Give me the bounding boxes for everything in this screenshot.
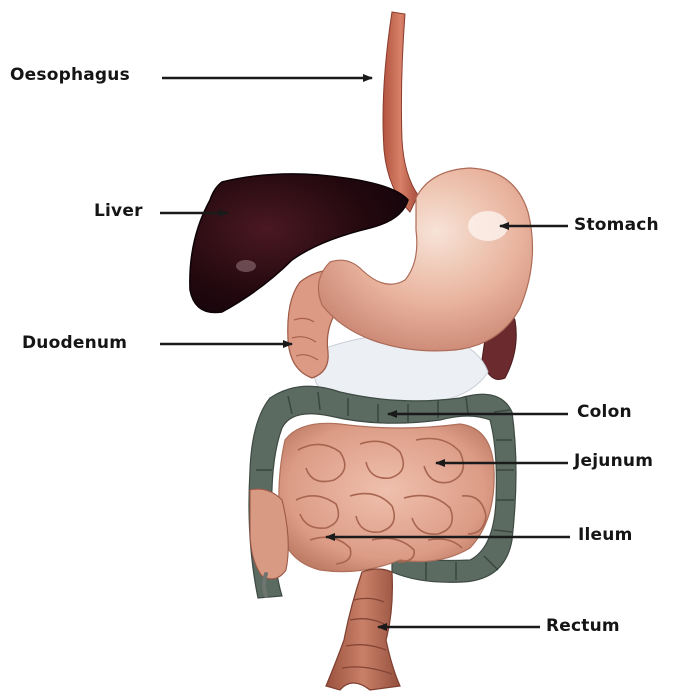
caecum-shape [250, 489, 288, 579]
label-jejunum: Jejunum [574, 451, 653, 471]
label-duodenum: Duodenum [22, 333, 127, 353]
label-rectum: Rectum [546, 616, 620, 636]
label-oesophagus: Oesophagus [10, 65, 130, 85]
appendix-shape [264, 574, 266, 596]
label-ileum: Ileum [578, 525, 633, 545]
oesophagus-shape [383, 12, 418, 212]
label-stomach: Stomach [574, 215, 659, 235]
liver-highlight [236, 260, 256, 272]
label-colon: Colon [577, 402, 632, 422]
rectum-shape [326, 569, 400, 690]
label-liver: Liver [94, 201, 143, 221]
